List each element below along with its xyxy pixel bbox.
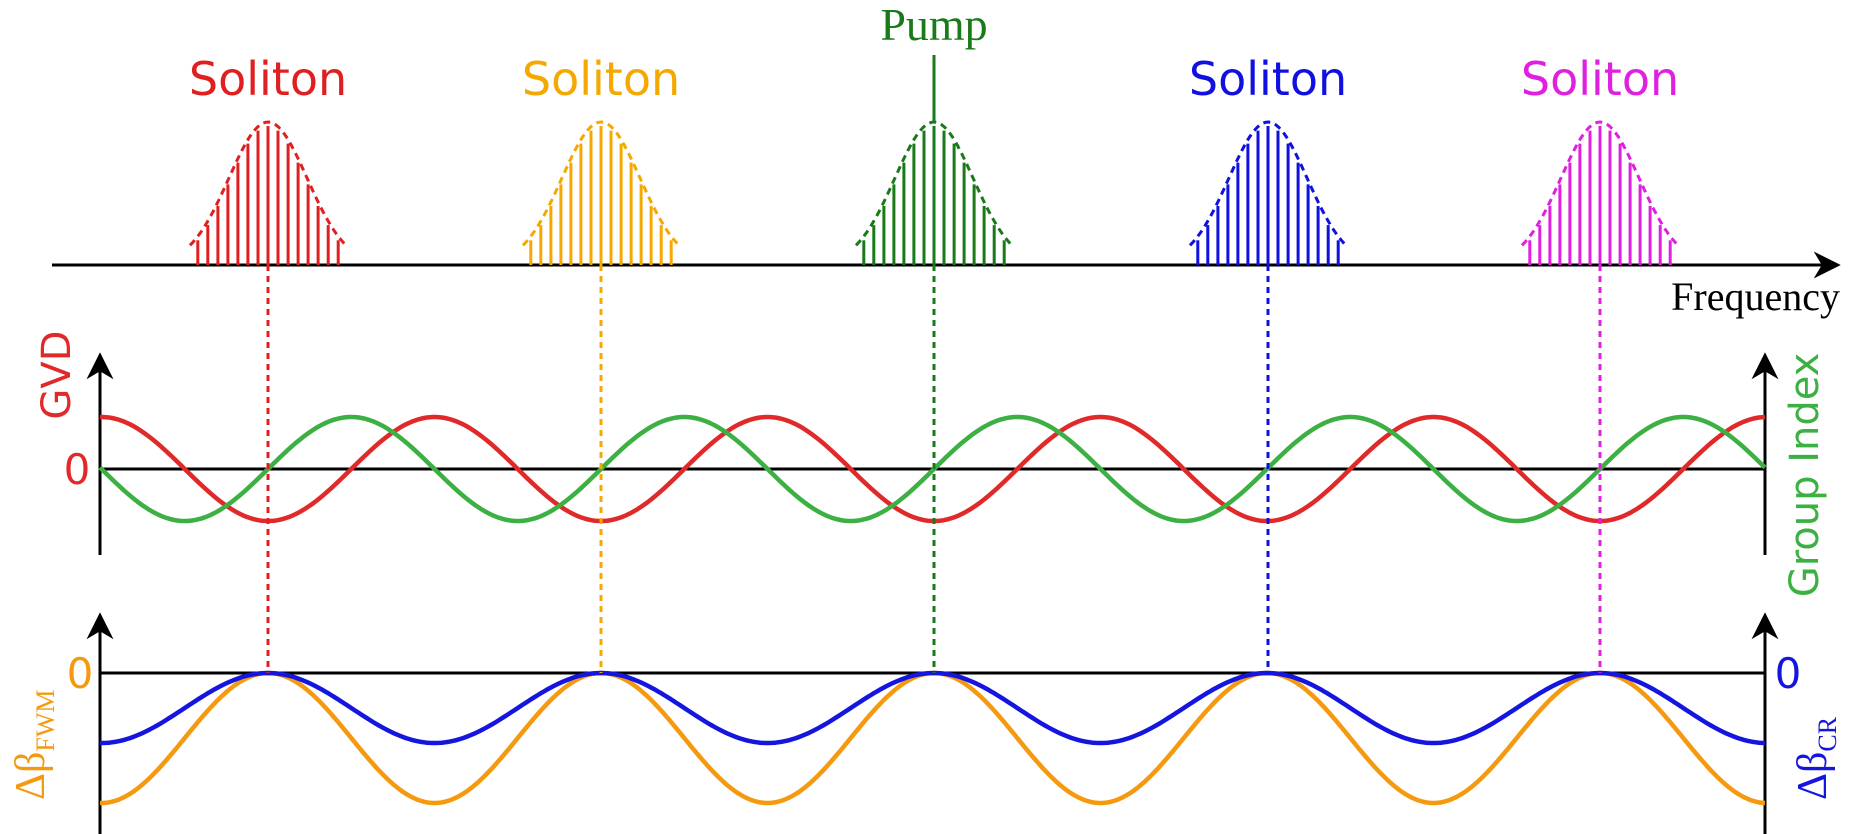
comb-soliton-1: Soliton <box>189 52 347 265</box>
frequency-axis-label: Frequency <box>1671 274 1840 319</box>
group-index-label: Group Index <box>1782 353 1828 598</box>
pump-label: Pump <box>880 0 987 50</box>
fwm-label-delta: Δβ <box>8 752 54 800</box>
fwm-label-subscript: FWM <box>31 689 60 751</box>
comb-envelope <box>1520 120 1680 247</box>
fwm-curve <box>100 670 1766 806</box>
fwm-zero-label: 0 <box>67 649 94 698</box>
comb-envelope <box>521 120 681 247</box>
cr-label: ΔβCR <box>1790 716 1842 800</box>
fwm-label: ΔβFWM <box>8 689 60 800</box>
soliton-label: Soliton <box>522 52 680 106</box>
guide-lines <box>266 265 1602 673</box>
gvd-label: GVD <box>34 330 80 419</box>
comb-soliton-4: Soliton <box>1521 52 1679 265</box>
cr-label-delta: Δβ <box>1790 752 1836 800</box>
cr-label-subscript: CR <box>1813 716 1842 751</box>
soliton-label: Soliton <box>189 52 347 106</box>
cr-zero-label: 0 <box>1775 649 1802 698</box>
soliton-label: Soliton <box>1189 52 1347 106</box>
group-index-curve <box>98 414 1767 524</box>
comb-pump: Pump <box>854 0 1014 265</box>
gvd-zero-label: 0 <box>64 445 91 494</box>
comb-envelope <box>1188 120 1348 247</box>
comb-envelope <box>188 120 348 247</box>
soliton-label: Soliton <box>1521 52 1679 106</box>
comb-soliton-3: Soliton <box>1189 52 1347 265</box>
cr-curve <box>100 670 1766 746</box>
comb-soliton-2: Soliton <box>522 52 680 265</box>
